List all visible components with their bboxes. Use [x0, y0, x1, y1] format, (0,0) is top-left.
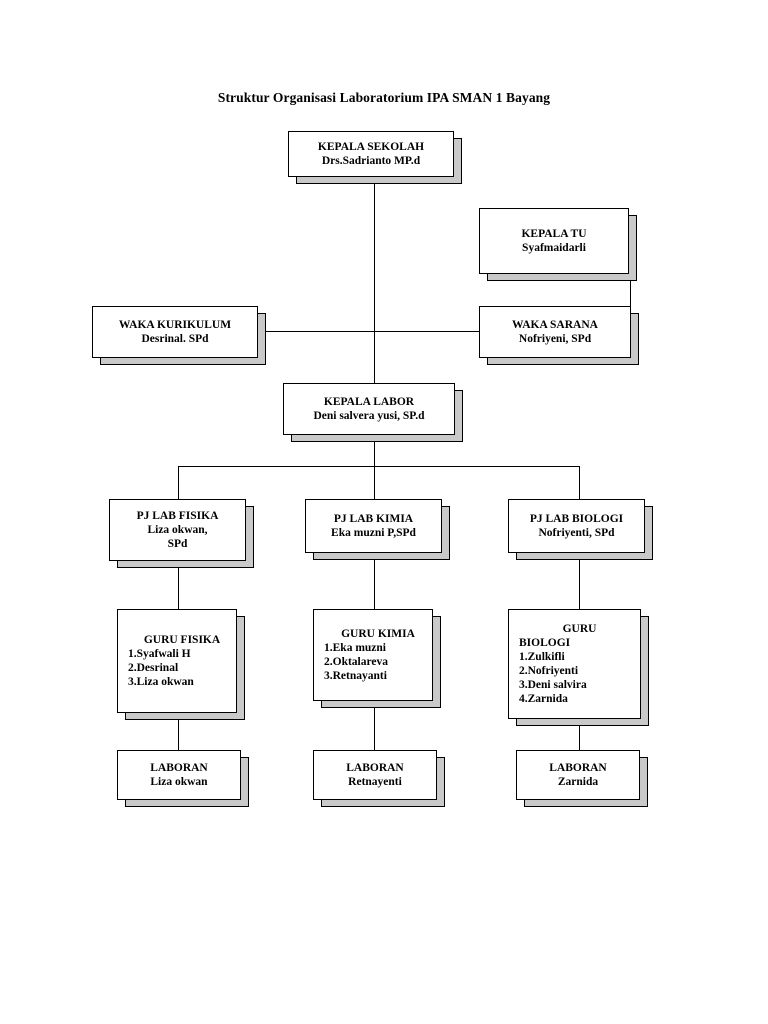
guru-biologi-title: GURU: [562, 622, 597, 635]
edge-kepala-sekolah-to-kepala-labor: [374, 183, 375, 383]
edge-guru-fisika-to-laboran: [178, 715, 179, 750]
kepala-sekolah-name: Drs.Sadrianto MP.d: [321, 155, 421, 167]
guru-kimia-member-1: 1.Eka muzni: [324, 641, 386, 654]
guru-biologi-member-2: 2.Nofriyenti: [519, 665, 579, 677]
pj-lab-biologi-title: PJ LAB BIOLOGI: [529, 512, 624, 525]
edge-guru-biologi-to-laboran: [579, 725, 580, 750]
edge-waka-kurikulum-to-waka-sarana: [265, 331, 480, 332]
node-kepala-sekolah[interactable]: KEPALA SEKOLAH Drs.Sadrianto MP.d: [288, 131, 454, 177]
pj-lab-kimia-title: PJ LAB KIMIA: [333, 512, 414, 525]
edge-bus-to-pj-fisika: [178, 466, 179, 499]
waka-kurikulum-name: Desrinal. SPd: [141, 333, 209, 345]
pj-lab-kimia-name: Eka muzni P,SPd: [331, 527, 416, 539]
node-pj-lab-fisika[interactable]: PJ LAB FISIKA Liza okwan, SPd: [109, 499, 246, 561]
node-kepala-labor[interactable]: KEPALA LABOR Deni salvera yusi, SP.d: [283, 383, 455, 435]
waka-sarana-name: Nofriyeni, SPd: [518, 333, 592, 345]
edge-pj-bus: [178, 466, 579, 467]
edge-waka-sarana-to-kepala-tu: [630, 278, 631, 306]
laboran-fisika-title: LABORAN: [150, 761, 208, 774]
guru-biologi-title-cont: BIOLOGI: [519, 636, 571, 649]
edge-pj-fisika-to-guru-fisika: [178, 565, 179, 609]
guru-kimia-member-2: 2.Oktalareva: [324, 656, 388, 668]
node-guru-fisika[interactable]: GURU FISIKA 1.Syafwali H 2.Desrinal 3.Li…: [117, 609, 237, 713]
guru-fisika-member-2: 2.Desrinal: [128, 662, 179, 674]
node-laboran-biologi[interactable]: LABORAN Zarnida: [516, 750, 640, 800]
node-kepala-tu[interactable]: KEPALA TU Syafmaidarli: [479, 208, 629, 274]
laboran-biologi-name: Zarnida: [557, 776, 599, 788]
node-waka-kurikulum[interactable]: WAKA KURIKULUM Desrinal. SPd: [92, 306, 258, 358]
guru-biologi-member-1: 1.Zulkifli: [519, 650, 565, 663]
kepala-labor-title: KEPALA LABOR: [323, 395, 415, 408]
edge-guru-kimia-to-laboran: [374, 703, 375, 750]
edge-bus-to-pj-kimia: [374, 466, 375, 499]
guru-fisika-member-3: 3.Liza okwan: [128, 676, 194, 689]
edge-kepala-labor-down: [374, 440, 375, 467]
node-pj-lab-kimia[interactable]: PJ LAB KIMIA Eka muzni P,SPd: [305, 499, 442, 553]
laboran-fisika-name: Liza okwan: [150, 776, 208, 788]
pj-lab-fisika-name-cont: SPd: [167, 538, 188, 550]
guru-biologi-member-4: 4.Zarnida: [519, 693, 568, 706]
pj-lab-biologi-name: Nofriyenti, SPd: [538, 527, 615, 539]
kepala-tu-name: Syafmaidarli: [522, 242, 586, 254]
guru-fisika-title: GURU FISIKA: [143, 633, 221, 646]
waka-sarana-title: WAKA SARANA: [512, 318, 598, 331]
guru-kimia-title: GURU KIMIA: [341, 627, 415, 640]
page-title: Struktur Organisasi Laboratorium IPA SMA…: [217, 90, 551, 105]
guru-biologi-member-3: 3.Deni salvira: [519, 679, 587, 692]
kepala-tu-title: KEPALA TU: [521, 227, 587, 240]
node-laboran-kimia[interactable]: LABORAN Retnayenti: [313, 750, 437, 800]
waka-kurikulum-title: WAKA KURIKULUM: [118, 318, 232, 331]
kepala-sekolah-title: KEPALA SEKOLAH: [317, 140, 425, 153]
edge-pj-biologi-to-guru-biologi: [579, 560, 580, 609]
guru-kimia-member-3: 3.Retnayanti: [324, 670, 387, 683]
node-laboran-fisika[interactable]: LABORAN Liza okwan: [117, 750, 241, 800]
laboran-biologi-title: LABORAN: [549, 761, 607, 774]
node-guru-kimia[interactable]: GURU KIMIA 1.Eka muzni 2.Oktalareva 3.Re…: [313, 609, 433, 701]
kepala-labor-name: Deni salvera yusi, SP.d: [313, 410, 425, 422]
laboran-kimia-title: LABORAN: [346, 761, 404, 774]
guru-fisika-member-1: 1.Syafwali H: [128, 647, 191, 660]
edge-bus-to-pj-biologi: [579, 466, 580, 499]
pj-lab-fisika-title: PJ LAB FISIKA: [136, 509, 219, 522]
node-waka-sarana[interactable]: WAKA SARANA Nofriyeni, SPd: [479, 306, 631, 358]
edge-pj-kimia-to-guru-kimia: [374, 560, 375, 609]
pj-lab-fisika-name: Liza okwan,: [147, 523, 208, 536]
node-pj-lab-biologi[interactable]: PJ LAB BIOLOGI Nofriyenti, SPd: [508, 499, 645, 553]
node-guru-biologi[interactable]: GURU BIOLOGI 1.Zulkifli 2.Nofriyenti 3.D…: [508, 609, 641, 719]
laboran-kimia-name: Retnayenti: [348, 776, 402, 788]
